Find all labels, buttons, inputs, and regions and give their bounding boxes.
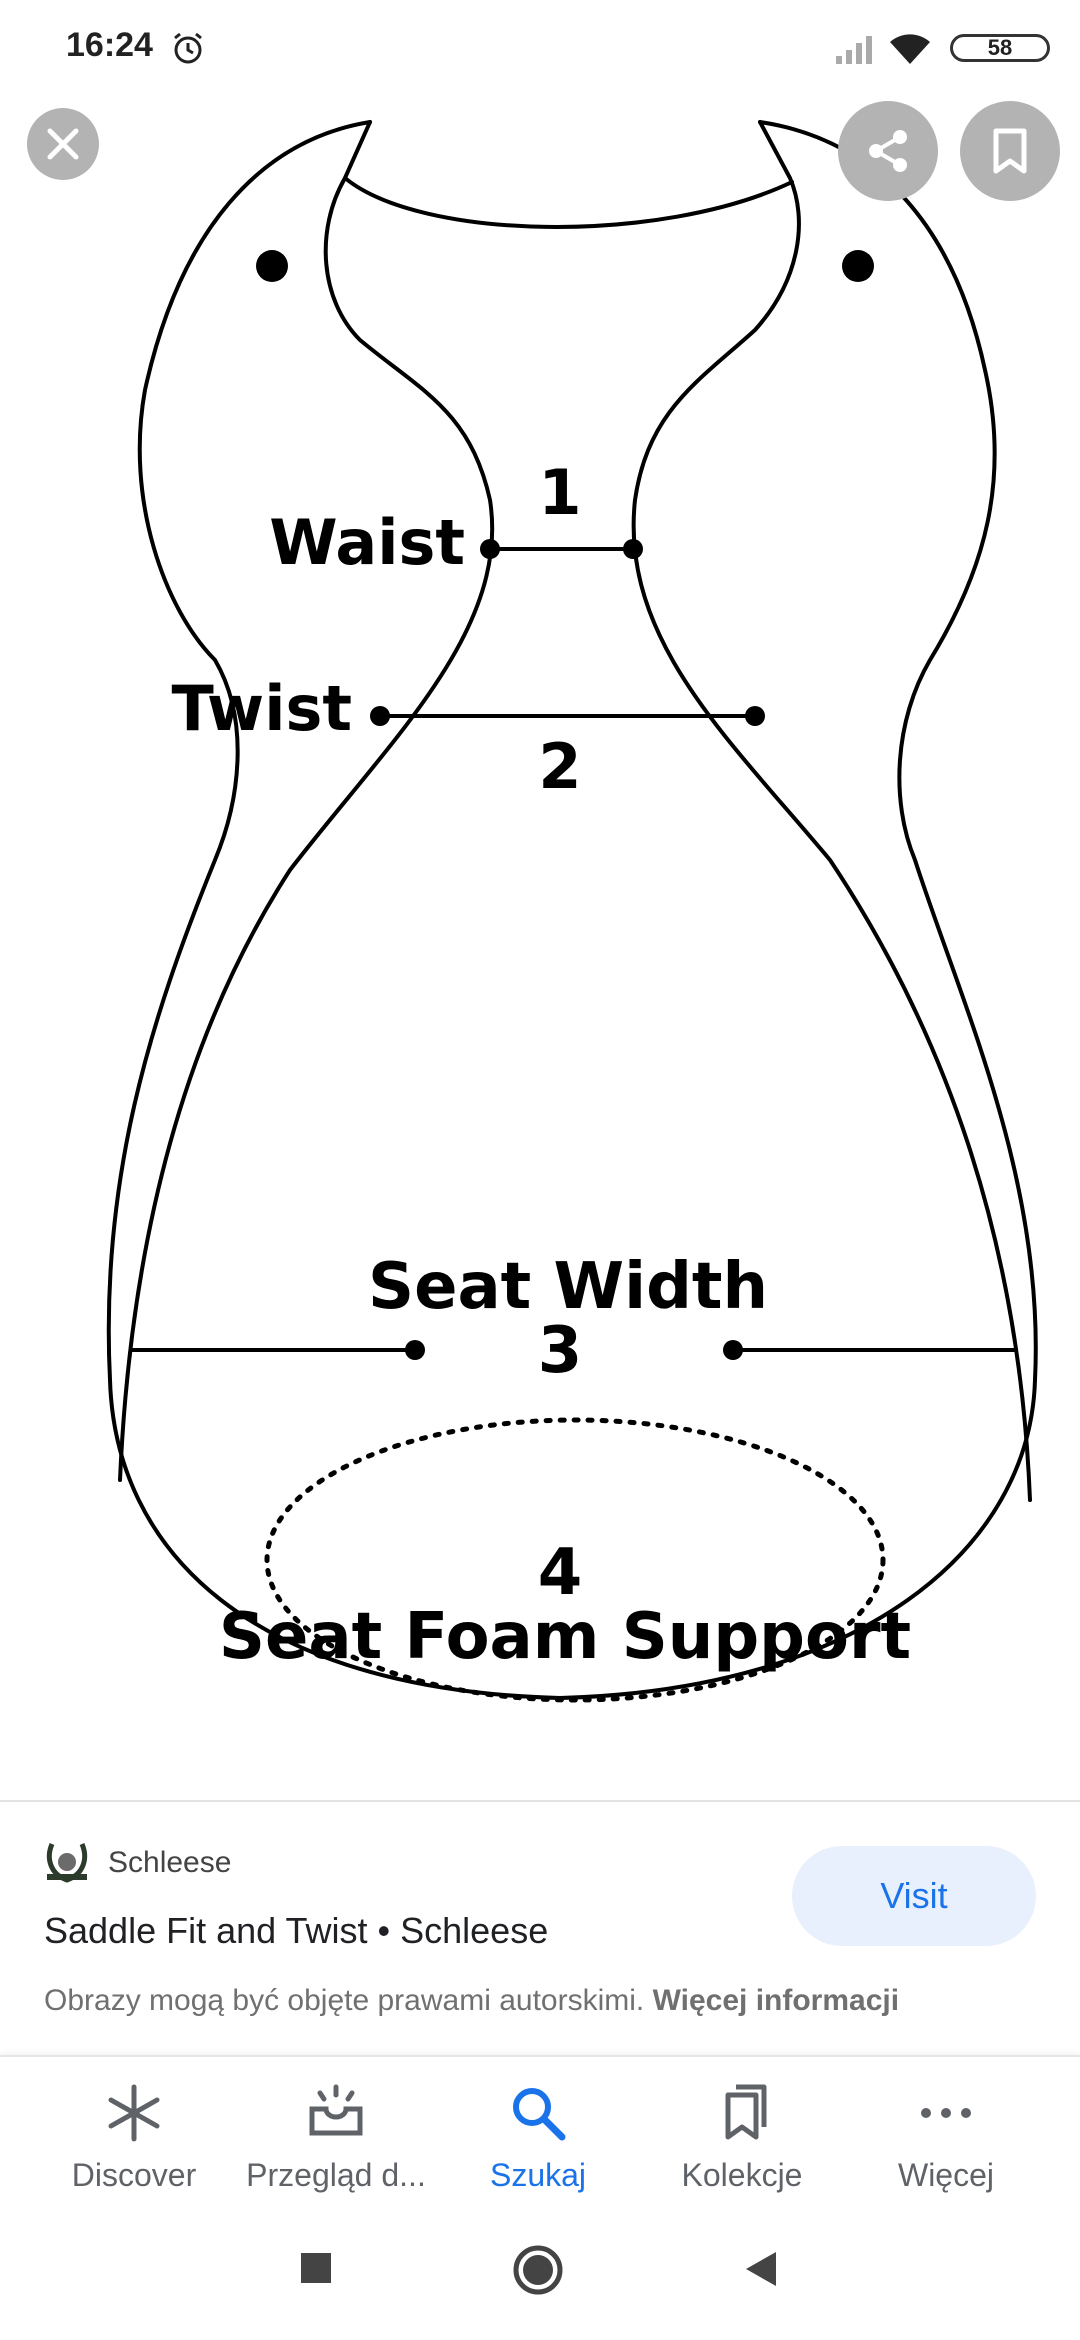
saddle-outer-outline — [106, 120, 1038, 1701]
seat-foam-ellipse — [264, 1417, 886, 1703]
label-n2: 2 — [538, 730, 581, 803]
bookmark-button[interactable] — [960, 101, 1060, 201]
collections-icon — [725, 2084, 767, 2140]
label-n3: 3 — [538, 1314, 583, 1388]
label-twist: Twist — [171, 672, 352, 745]
bottom-navigation: Discover Przegląd d... Szukaj Kolekcje — [0, 2055, 1080, 2212]
image-viewer[interactable]: 1 Waist Twist 2 Seat Width 3 4 Seat Foam… — [0, 100, 1080, 1800]
nav-collections-label: Kolekcje — [681, 2157, 803, 2193]
back-icon[interactable] — [742, 2250, 778, 2288]
wifi-icon — [890, 34, 930, 64]
saddle-right-panel — [631, 120, 1032, 1502]
asterisk-icon — [108, 2084, 160, 2142]
label-n4: 4 — [538, 1536, 583, 1610]
more-horiz-icon — [921, 2108, 971, 2118]
alarm-icon — [174, 32, 202, 64]
visit-button[interactable]: Visit — [792, 1846, 1036, 1946]
nav-search[interactable]: Szukaj — [430, 2057, 646, 2212]
saddle-diagram: 1 Waist Twist 2 Seat Width 3 4 Seat Foam… — [106, 120, 1038, 1703]
nav-discover-label: Discover — [71, 2157, 197, 2193]
left-pommel-dot — [256, 250, 288, 282]
label-waist: Waist — [269, 506, 465, 579]
nav-more-label: Więcej — [897, 2157, 994, 2193]
status-bar: 16:24 58 — [0, 0, 1080, 100]
close-icon — [47, 128, 79, 160]
copyright-text: Obrazy mogą być objęte prawami autorskim… — [44, 1984, 645, 2017]
bookmark-icon — [993, 128, 1027, 174]
share-icon — [869, 130, 907, 172]
copyright-notice: Obrazy mogą być objęte prawami autorskim… — [44, 1984, 899, 2018]
inbox-updates-icon — [309, 2084, 363, 2136]
status-time: 16:24 — [66, 26, 153, 64]
right-pommel-dot — [842, 250, 874, 282]
schleese-logo-icon — [46, 1843, 88, 1883]
home-icon[interactable] — [512, 2244, 564, 2296]
image-info-panel: Schleese Saddle Fit and Twist • Schleese… — [0, 1800, 1080, 2057]
label-seat-foam-support: Seat Foam Support — [219, 1600, 911, 1674]
battery-level: 58 — [987, 35, 1013, 60]
label-seat-width: Seat Width — [368, 1250, 768, 1324]
battery-indicator: 58 — [950, 34, 1050, 62]
nav-updates[interactable]: Przegląd d... — [228, 2057, 444, 2212]
search-icon — [513, 2088, 566, 2141]
nav-updates-label: Przegląd d... — [246, 2157, 426, 2193]
saddle-pommel-arch — [343, 176, 794, 229]
source-name[interactable]: Schleese — [108, 1846, 232, 1879]
close-button[interactable] — [27, 108, 99, 180]
share-button[interactable] — [838, 101, 938, 201]
more-info-link[interactable]: Więcej informacji — [652, 1984, 900, 2017]
nav-discover[interactable]: Discover — [26, 2057, 242, 2212]
label-n1: 1 — [538, 456, 581, 529]
nav-more[interactable]: Więcej — [838, 2057, 1054, 2212]
saddle-left-panel — [118, 120, 495, 1482]
nav-search-label: Szukaj — [489, 2157, 587, 2193]
signal-icon — [836, 36, 872, 64]
nav-collections[interactable]: Kolekcje — [634, 2057, 850, 2212]
page-title[interactable]: Saddle Fit and Twist • Schleese — [44, 1910, 549, 1951]
recents-icon[interactable] — [298, 2250, 334, 2286]
system-navigation-bar — [0, 2210, 1080, 2340]
